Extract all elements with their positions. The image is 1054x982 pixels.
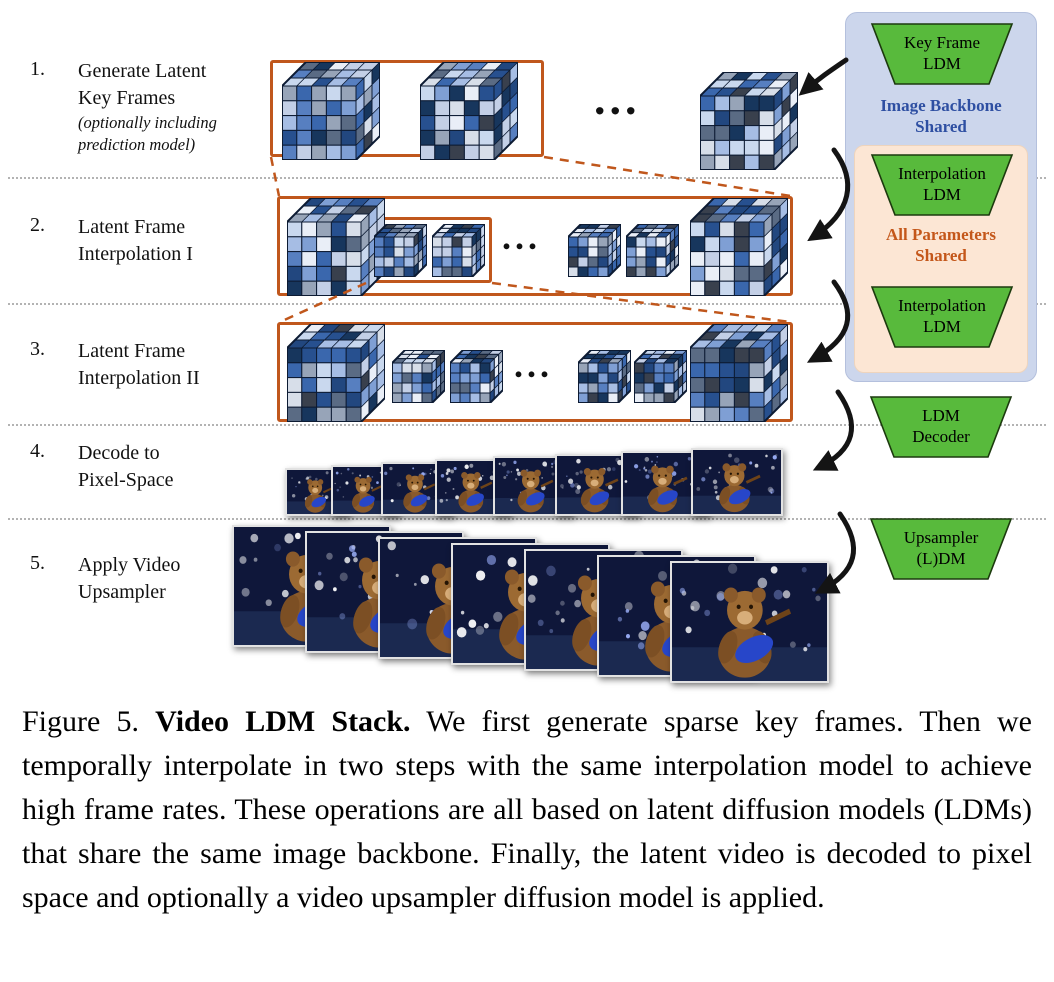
latent-cube-large <box>287 198 385 296</box>
label-line: All Parameters <box>886 225 996 244</box>
label-line: (L)DM <box>916 549 966 568</box>
label-line: LDM <box>923 185 961 204</box>
row-separator <box>8 518 1046 520</box>
trapezoid-shape <box>870 154 1014 216</box>
step-2-line2: Interpolation I <box>78 243 193 265</box>
latent-cube-large <box>690 198 788 296</box>
row-separator <box>8 424 1046 426</box>
latent-cube-small <box>392 350 445 403</box>
interpolation-ldm-block-2: Interpolation LDM <box>867 286 1017 348</box>
label-line: Image Backbone <box>880 96 1002 115</box>
image-backbone-shared-panel: Key Frame LDM Image Backbone Shared Inte… <box>845 12 1037 382</box>
interpolation-ldm-label-2: Interpolation LDM <box>867 295 1017 337</box>
video-frame <box>621 451 709 516</box>
step-1-note2: prediction model) <box>78 135 196 154</box>
latent-cube-small <box>578 350 631 403</box>
caption-figure-label: Figure 5. <box>22 705 156 738</box>
keyframes-group-box <box>270 60 544 157</box>
video-ldm-stack-diagram: 1. Generate Latent Key Frames (optionall… <box>8 12 1046 683</box>
trapezoid-shape <box>869 518 1013 580</box>
latent-cube-small <box>374 224 427 277</box>
label-line: LDM <box>923 54 961 73</box>
step-1-line2: Key Frames <box>78 87 176 109</box>
all-parameters-shared-panel: Interpolation LDM All Parameters Shared … <box>854 145 1028 373</box>
step-5-line2: Upsampler <box>78 581 166 603</box>
step-4-line2: Pixel-Space <box>78 469 174 491</box>
key-frame-ldm-label: Key Frame LDM <box>867 32 1017 74</box>
label-line: Interpolation <box>898 164 986 183</box>
step-1-line1: Generate Latent <box>78 60 207 82</box>
latent-cube-small <box>432 224 485 277</box>
row-separator <box>8 177 1046 179</box>
step-3-label: Latent Frame Interpolation II <box>78 338 278 392</box>
trapezoid-shape <box>869 396 1013 458</box>
label-line: LDM <box>923 317 961 336</box>
latent-cube-small <box>450 350 503 403</box>
key-frame-ldm-block: Key Frame LDM <box>867 23 1017 85</box>
step-4-number: 4. <box>30 440 45 462</box>
step-5-number: 5. <box>30 552 45 574</box>
label-line: Decoder <box>912 427 970 446</box>
label-line: Interpolation <box>898 296 986 315</box>
upsampler-ldm-block: Upsampler (L)DM <box>866 518 1016 580</box>
ellipsis: ... <box>502 217 541 257</box>
step-5-label: Apply Video Upsampler <box>78 552 278 606</box>
arrow-to-interpolation2 <box>806 279 851 363</box>
latent-cube-small <box>634 350 687 403</box>
latent-cube-large <box>690 324 788 422</box>
step-1-note1: (optionally including <box>78 113 217 132</box>
step-3-line2: Interpolation II <box>78 367 200 389</box>
ellipsis: ... <box>514 345 553 385</box>
step-3-number: 3. <box>30 338 45 360</box>
interpolation2-group-box <box>277 322 793 422</box>
image-backbone-shared-label: Image Backbone Shared <box>846 95 1036 137</box>
step-3-line1: Latent Frame <box>78 340 186 362</box>
upsampler-ldm-label: Upsampler (L)DM <box>866 527 1016 569</box>
label-line: Shared <box>915 246 967 265</box>
step-1-label: Generate Latent Key Frames (optionally i… <box>78 58 278 156</box>
ldm-decoder-block: LDM Decoder <box>866 396 1016 458</box>
step-2-line1: Latent Frame <box>78 216 186 238</box>
label-line: LDM <box>922 406 960 425</box>
all-parameters-shared-label: All Parameters Shared <box>855 224 1027 266</box>
trapezoid-shape <box>870 286 1014 348</box>
ldm-decoder-label: LDM Decoder <box>866 405 1016 447</box>
step-4-line1: Decode to <box>78 442 160 464</box>
arrow-to-interpolation1 <box>807 147 851 242</box>
caption-title: Video LDM Stack. <box>155 705 411 738</box>
label-line: Key Frame <box>903 33 980 52</box>
latent-cube-large <box>287 324 385 422</box>
figure-caption: Figure 5. Video LDM Stack. We first gene… <box>22 700 1032 920</box>
step-4-label: Decode to Pixel-Space <box>78 440 278 494</box>
arrow-to-decoded-frames <box>812 389 854 471</box>
interpolation-ldm-block-1: Interpolation LDM <box>867 154 1017 216</box>
video-frame <box>691 448 783 516</box>
interpolation-ldm-label-1: Interpolation LDM <box>867 163 1017 205</box>
step-2-number: 2. <box>30 214 45 236</box>
upsampled-video-frame <box>670 561 829 683</box>
latent-cube-large <box>420 62 518 160</box>
trapezoid-shape <box>870 23 1014 85</box>
step-2-label: Latent Frame Interpolation I <box>78 214 278 268</box>
latent-cube-small <box>568 224 621 277</box>
caption-body: We first generate sparse key frames. The… <box>22 705 1032 914</box>
step-5-line1: Apply Video <box>78 554 181 576</box>
label-line: Upsampler <box>903 528 979 547</box>
arrow-to-keyframes <box>798 57 849 96</box>
latent-cube-large <box>700 72 798 170</box>
latent-cube-small <box>626 224 679 277</box>
label-line: Shared <box>915 117 967 136</box>
latent-cube-large <box>282 62 380 160</box>
ellipsis: ... <box>594 73 641 124</box>
step-1-number: 1. <box>30 58 45 80</box>
